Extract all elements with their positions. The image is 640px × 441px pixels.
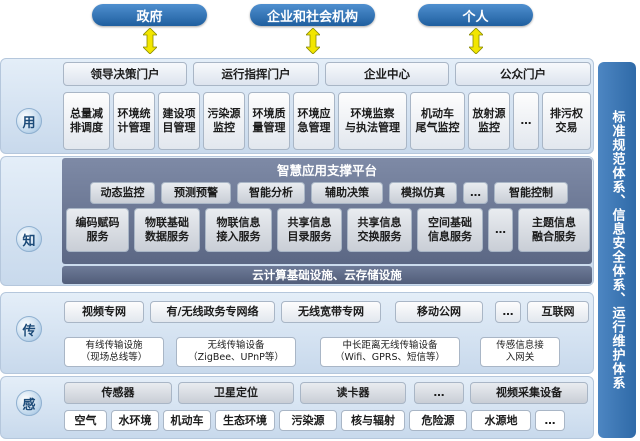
object-box: 核与辐射 [341, 410, 405, 431]
app-box: … [513, 92, 539, 150]
app-box: 环境应 急管理 [293, 92, 335, 150]
transmission-box: 无线传输设备 （ZigBee、UPnP等） [176, 337, 296, 367]
network-box: 移动公网 [395, 301, 483, 323]
service-box: 编码赋码 服务 [66, 208, 129, 252]
actor-individual: 个人 [418, 4, 533, 26]
app-box: 机动车 尾气监控 [410, 92, 465, 150]
service-box: 共享信息 目录服务 [277, 208, 342, 252]
double-arrow-icon [469, 28, 483, 54]
function-box: 智能分析 [237, 182, 305, 204]
object-box: 污染源 [279, 410, 337, 431]
object-box: 危险源 [409, 410, 467, 431]
service-box: 主题信息 融合服务 [518, 208, 590, 252]
app-box: 环境监察 与执法管理 [338, 92, 407, 150]
object-box: 水环境 [111, 410, 159, 431]
support-systems-label: 标准规范体系、信息安全体系、运行维护体系 [609, 110, 625, 390]
network-box: … [495, 301, 521, 323]
object-box: 空气 [64, 410, 107, 431]
device-box: 读卡器 [300, 382, 406, 404]
app-box: 放射源 监控 [468, 92, 510, 150]
function-box: … [463, 182, 488, 204]
transmission-box: 传感信息接 入网关 [480, 337, 560, 367]
service-box: 共享信息 交换服务 [347, 208, 412, 252]
layer-label-transmission: 传 [16, 316, 42, 342]
service-box: 空间基础 信息服务 [417, 208, 483, 252]
app-box: 总量减 排调度 [63, 92, 110, 150]
network-box: 视频专网 [64, 301, 144, 323]
portal-enterprise: 企业中心 [325, 62, 449, 86]
cloud-infrastructure-bar: 云计算基础设施、云存储设施 [62, 266, 592, 284]
service-box: 物联基础 数据服务 [134, 208, 200, 252]
device-box: … [414, 382, 464, 404]
portal-leadership: 领导决策门户 [63, 62, 187, 86]
transmission-box: 中长距离无线传输设备 （Wifi、GPRS、短信等） [320, 337, 460, 367]
service-box: 物联信息 接入服务 [205, 208, 272, 252]
portal-public: 公众门户 [455, 62, 591, 86]
app-box: 排污权 交易 [542, 92, 591, 150]
object-box: 水源地 [471, 410, 531, 431]
support-systems-bar: 标准规范体系、信息安全体系、运行维护体系 [598, 62, 636, 438]
actor-government: 政府 [92, 4, 207, 26]
function-box: 预测预警 [161, 182, 231, 204]
platform-title: 智慧应用支撑平台 [276, 162, 377, 178]
app-box: 环境质 量管理 [248, 92, 290, 150]
actor-enterprises: 企业和社会机构 [250, 4, 375, 26]
portal-operations: 运行指挥门户 [193, 62, 319, 86]
device-box: 视频采集设备 [470, 382, 588, 404]
network-box: 无线宽带专网 [281, 301, 381, 323]
object-box: 生态环境 [215, 410, 275, 431]
transmission-box: 有线传输设施 （现场总线等） [64, 337, 164, 367]
function-box: 动态监控 [90, 182, 155, 204]
network-box: 互联网 [527, 301, 589, 323]
service-box: … [488, 208, 513, 252]
object-box: … [535, 410, 565, 431]
layer-label-perception: 感 [16, 390, 42, 416]
function-box: 模拟仿真 [389, 182, 457, 204]
network-box: 有/无线政务专网络 [150, 301, 275, 323]
object-box: 机动车 [163, 410, 211, 431]
function-box: 智能控制 [494, 182, 568, 204]
app-box: 污染源 监控 [203, 92, 245, 150]
layer-label-application: 用 [16, 108, 42, 134]
layer-label-knowledge: 知 [16, 226, 42, 252]
function-box: 辅助决策 [311, 182, 383, 204]
double-arrow-icon [143, 28, 157, 54]
device-box: 卫星定位 [178, 382, 294, 404]
device-box: 传感器 [64, 382, 172, 404]
app-box: 环境统 计管理 [113, 92, 155, 150]
app-box: 建设项 目管理 [158, 92, 200, 150]
double-arrow-icon [306, 28, 320, 54]
